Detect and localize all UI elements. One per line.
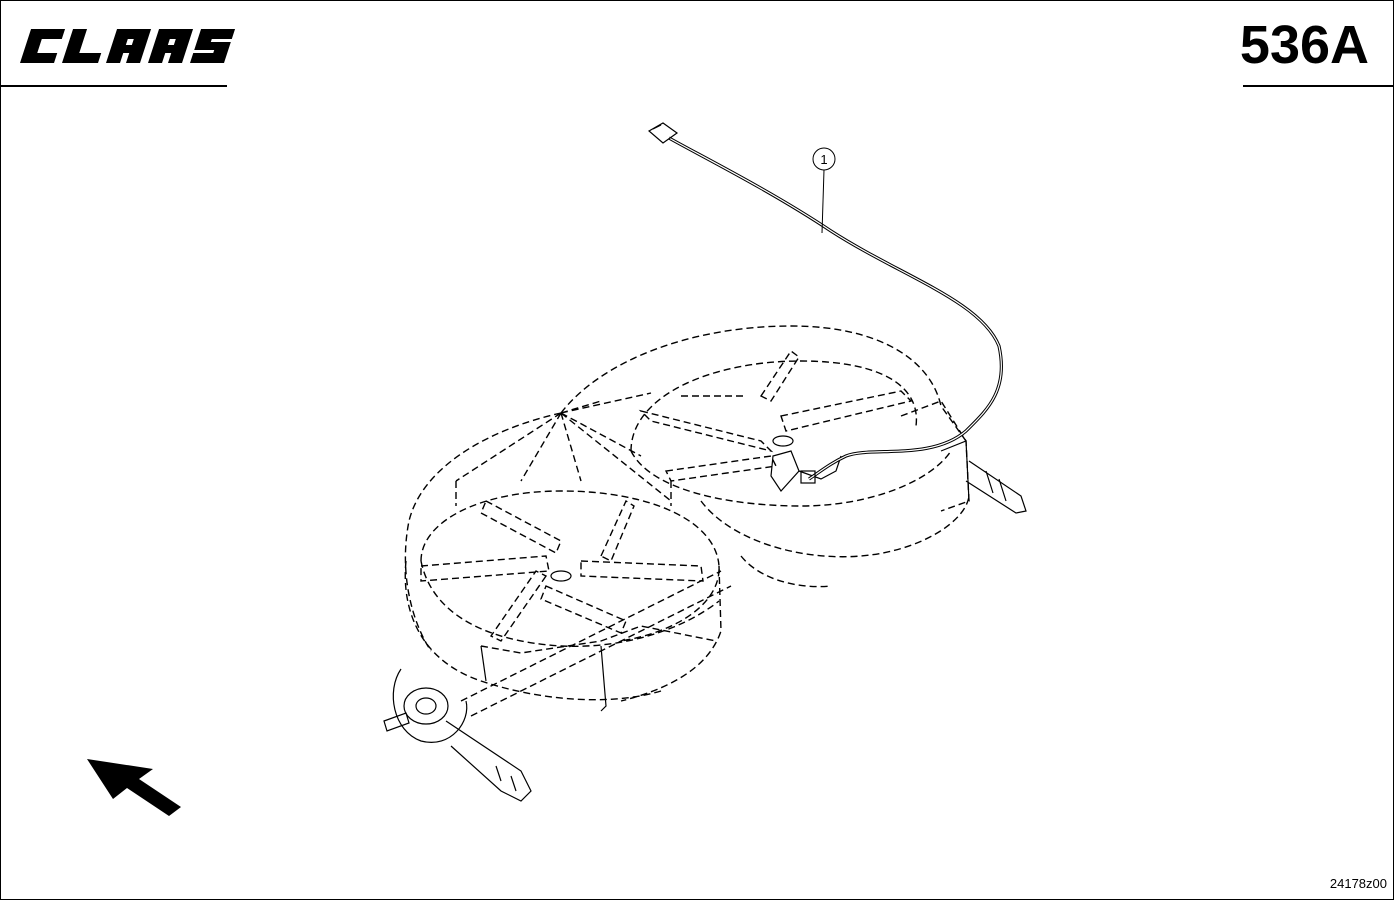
claas-logo — [20, 29, 236, 63]
callout-1-label: 1 — [820, 152, 827, 167]
left-spreader-housing — [383, 392, 732, 802]
page-code: 536A — [1239, 15, 1369, 75]
page-code-underline — [1243, 85, 1393, 87]
sensor-cable — [647, 122, 1003, 484]
callout-1: 1 — [812, 147, 836, 234]
drawing-reference-number: 24178z00 — [1329, 876, 1387, 891]
arrow-icon — [87, 759, 181, 816]
right-spreader-housing — [560, 325, 1027, 588]
logo-underline — [1, 85, 227, 87]
